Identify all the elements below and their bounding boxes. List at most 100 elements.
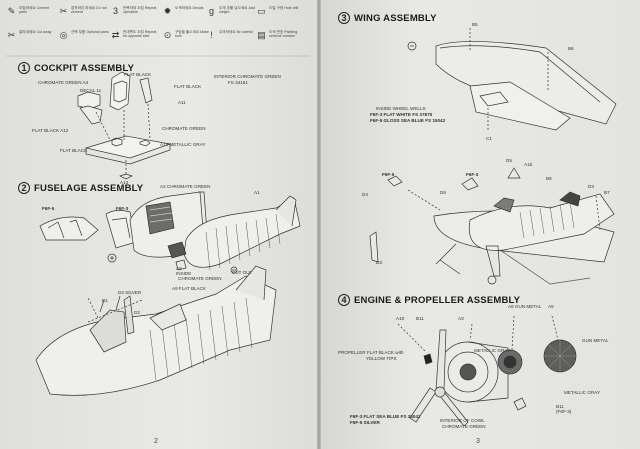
legend-item: ✎조립하세요 Cement parts [7, 6, 50, 16]
part-label: B11 [416, 316, 424, 321]
cut-icon: ✂ [7, 30, 16, 40]
no-cement-icon: ✂ [59, 6, 68, 16]
weight-icon: g [208, 6, 214, 16]
section-wing-header: 3 WING ASSEMBLY [338, 12, 437, 24]
paint-label: CHROMATE GREEN [178, 276, 222, 281]
part-label: A14 METALLIC GRAY [160, 142, 206, 147]
paint-label: F6F-3 FLAT WHITE FS 37875 [370, 112, 433, 117]
part-label: A9 FLAT BLACK [172, 286, 207, 291]
part-label: D1 [102, 298, 108, 303]
variant-label: F6F-5 [382, 172, 395, 177]
cockpit-drawing [77, 71, 172, 180]
variant-label: (F6F-3) [556, 409, 572, 414]
page-number-left: 2 [154, 438, 158, 445]
legend-item: ✹도색하세요 Decals [163, 6, 204, 16]
section-title: WING ASSEMBLY [354, 12, 437, 24]
paint-label: METALLIC GRAY [474, 348, 511, 353]
decal-label: DECAL 11 [80, 88, 102, 93]
step-number: 1 [18, 62, 30, 74]
optional-parts-icon: ◎ [59, 30, 68, 40]
cement-icon: ✎ [7, 6, 16, 16]
part-label: A8 [176, 266, 182, 271]
part-label: C1 [486, 136, 492, 141]
paint-label: GUN METAL [582, 338, 609, 343]
paint-label: F6F-5 GLOSS SEA BLUE FS 15042 [370, 118, 446, 123]
paint-label: METALLIC GRAY [564, 390, 601, 395]
part-label: A11 [178, 100, 186, 105]
caution-icon: ! [210, 30, 213, 40]
part-label: A3 [458, 316, 464, 321]
legend-item: ✂잘라내세요 Cut away [7, 30, 52, 40]
page-number-right: 3 [476, 438, 480, 445]
section-title: COCKPIT ASSEMBLY [34, 62, 135, 74]
note-label: INSIDE [176, 271, 192, 276]
part-label: A6 GUN METAL [508, 304, 542, 309]
part-label: B6 [568, 46, 574, 51]
step-number: 2 [18, 182, 30, 194]
legend-item: ✂접착하지 마세요 Do not cement [59, 6, 107, 16]
section-engine-header: 4 ENGINE & PROPELLER ASSEMBLY [338, 294, 520, 306]
legend-item: ▭드릴 구멍 Hole drill [257, 6, 299, 16]
wing-drawing [369, 28, 617, 285]
step-number: 4 [338, 294, 350, 306]
paint-label: FLAT BLACK [174, 84, 202, 89]
part-label: D3 [588, 184, 594, 189]
part-label: B7 [604, 190, 610, 195]
note-label: INSIDE WHEEL WELLS [376, 106, 426, 111]
opposite-side-icon: ⇄ [111, 30, 120, 40]
paint-label: CHROMATE GREEN [162, 126, 206, 131]
legend-item: ⊙구멍을 뚫으세요 Make hole [163, 30, 209, 40]
part-label: B11 [556, 404, 564, 409]
symbol-legend: ✎조립하세요 Cement parts ✂접착하지 마세요 Do not cem… [6, 6, 311, 56]
paint-label: INTERIOR OF COWL [440, 418, 485, 423]
section-cockpit-header: 1 COCKPIT ASSEMBLY [18, 62, 134, 74]
legend-item: ⇄반대쪽도 조립 Repeat for opposite side [111, 30, 157, 40]
variant-label: F6F-5 [42, 206, 55, 211]
part-label: A2 CHROMATE GREEN [160, 184, 211, 189]
page-fold [317, 0, 321, 449]
part-label: A15 [524, 162, 533, 167]
section-title: FUSELAGE ASSEMBLY [34, 182, 144, 194]
paint-label: INTERIOR CHROMATE GREEN [214, 74, 281, 79]
painting-scheme-icon: ▤ [257, 30, 266, 40]
part-label: A13 [120, 180, 129, 185]
part-label: D2 [134, 310, 140, 315]
paint-label: FLAT BLACK [60, 148, 88, 153]
paint-label: F6F-3 FLAT SEA BLUE FS 35042 [350, 414, 421, 419]
part-label: D6 [440, 190, 446, 195]
drill-icon: ▭ [257, 6, 266, 16]
section-fuselage-header: 2 FUSELAGE ASSEMBLY [18, 182, 143, 194]
make-hole-icon: ⊙ [163, 30, 172, 40]
step-number: 3 [338, 12, 350, 24]
part-label: D3 SILVER [118, 290, 142, 295]
engine-drawing [397, 315, 577, 427]
part-label: D3 [376, 260, 382, 265]
paint-label: PROPELLER FLAT BLACK with [338, 350, 404, 355]
part-label: B8 [546, 176, 552, 181]
part-label: FLAT BLACK A12 [32, 128, 69, 133]
part-label: CHROMATE GREEN A4 [38, 80, 89, 85]
paint-label: F6F-5 SILVER [350, 420, 380, 425]
note-label: CUT OUT [232, 270, 253, 275]
part-label: A5 [548, 304, 554, 309]
paint-label: CHROMATE GREEN [442, 424, 486, 429]
part-label: D4 [362, 192, 368, 197]
legend-item: ◎선택 부품 Optional parts [59, 30, 109, 40]
decal-icon: ✹ [163, 6, 172, 16]
repeat-icon: 3 [112, 6, 118, 16]
part-label: A1 [254, 190, 260, 195]
paint-label: FLAT BLACK [124, 72, 152, 77]
part-label: B5 [472, 22, 478, 27]
variant-label: F6F-3 [466, 172, 479, 177]
legend-item: ▤도색 번호 Painting scheme number [257, 30, 298, 40]
fs-code-label: FS 34151 [228, 80, 248, 85]
section-title: ENGINE & PROPELLER ASSEMBLY [354, 294, 521, 306]
fuselage-drawing [35, 191, 301, 396]
legend-item: !주의하세요 Be careful [206, 30, 257, 40]
paint-label: YELLOW TIPS [366, 356, 397, 361]
part-label: A10 [396, 316, 405, 321]
